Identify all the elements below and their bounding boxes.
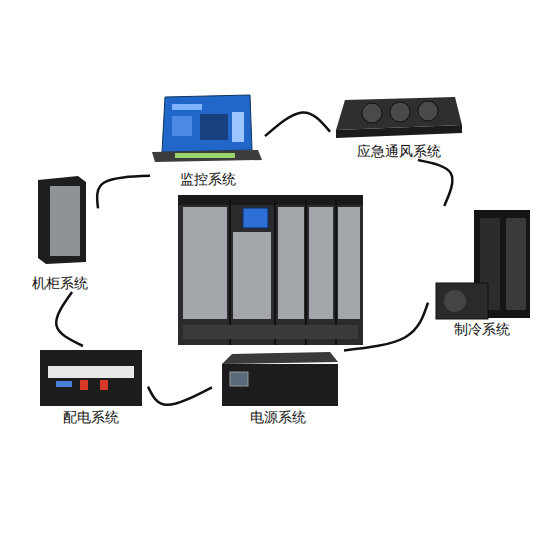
system-node: 制冷系统	[428, 206, 536, 338]
screen-bar	[172, 104, 202, 110]
monitoring-device	[152, 95, 262, 162]
breaker	[80, 380, 88, 390]
ring-connector	[418, 160, 453, 206]
ring-connector	[265, 112, 330, 136]
fan	[418, 101, 438, 121]
cabinet-seam	[305, 200, 307, 345]
distribution-box	[40, 350, 142, 406]
cabinet-door	[309, 207, 333, 319]
rack-body	[38, 176, 86, 264]
system-node: 监控系统	[150, 92, 265, 188]
rack-unit	[152, 150, 262, 162]
screen-panel	[200, 114, 228, 140]
cabinet-door	[233, 232, 271, 319]
ups-front	[222, 364, 338, 406]
pdu-body	[40, 350, 142, 406]
system-node: 应急通风系统	[330, 94, 468, 160]
cabinet-seam	[274, 200, 276, 345]
vent-front	[336, 125, 462, 138]
system-label: 监控系统	[180, 171, 236, 188]
system-label: 应急通风系统	[357, 143, 441, 160]
ups-screen	[230, 372, 248, 386]
ring-connector	[56, 292, 83, 346]
system-node: 机柜系统	[22, 172, 98, 292]
system-node: 电源系统	[212, 350, 344, 426]
monitor-screen	[162, 95, 252, 152]
rack-door	[50, 186, 80, 256]
rack-cabinet	[38, 176, 86, 264]
ups-device	[222, 352, 338, 406]
system-label: 电源系统	[250, 409, 306, 426]
ring-connector	[97, 176, 150, 208]
outdoor-unit	[436, 283, 488, 319]
fan	[390, 102, 410, 122]
modular-datacenter	[178, 195, 363, 345]
ventilation-unit	[336, 97, 462, 138]
cabinet-door	[183, 207, 227, 319]
pdu-panel	[48, 366, 134, 378]
system-label: 制冷系统	[454, 321, 510, 338]
fan	[362, 103, 382, 123]
control-screen	[243, 208, 268, 228]
ring-connector	[148, 387, 212, 405]
screen-panel	[172, 116, 192, 136]
vent-top	[336, 97, 462, 130]
cabinet-vent	[183, 325, 358, 339]
breaker	[100, 380, 108, 390]
cabinet-seam	[229, 200, 231, 345]
system-label: 配电系统	[63, 409, 119, 426]
ac-fan-panel	[506, 218, 526, 310]
screen-panel	[232, 112, 244, 142]
cooling-unit	[436, 210, 530, 319]
system-node: 配电系统	[34, 346, 148, 426]
terminal-strip	[175, 153, 235, 158]
cabinet-door	[338, 207, 360, 319]
outdoor-fan	[444, 290, 466, 312]
system-label: 机柜系统	[32, 275, 88, 292]
cabinet-door	[278, 207, 304, 319]
cabinet-seam	[335, 200, 337, 345]
ups-top	[222, 352, 338, 364]
cabinet-body	[178, 195, 363, 345]
indicator	[56, 381, 72, 387]
